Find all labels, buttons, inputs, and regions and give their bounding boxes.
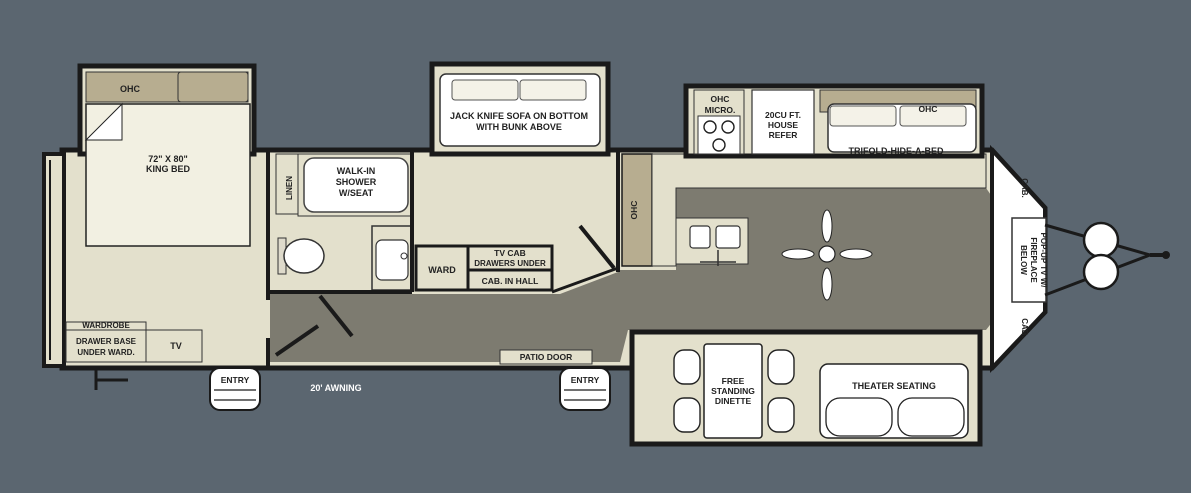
- cab-bottom-label: CAB.: [1020, 318, 1029, 338]
- entry-steps-left: [209, 367, 261, 411]
- refer-label-2: HOUSE: [768, 120, 799, 130]
- fireplace-label-3: BELOW: [1019, 245, 1028, 275]
- bed-size-label: 72" X 80": [148, 154, 188, 164]
- sofa-slide: [429, 61, 611, 157]
- theater-seating-label: THEATER SEATING: [852, 381, 936, 391]
- ward-label: WARD: [428, 265, 456, 275]
- dinette-label-1: FREE: [722, 376, 745, 386]
- wardrobe: [65, 321, 203, 363]
- dinette-label-2: STANDING: [711, 386, 755, 396]
- dinette-label-3: DINETTE: [715, 396, 752, 406]
- kitchen-ohc-label: OHC: [629, 201, 639, 220]
- refer-label-3: REFER: [769, 130, 798, 140]
- drawer-base-label-2: UNDER WARD.: [77, 348, 134, 357]
- shower-label-1: WALK-IN: [337, 166, 376, 176]
- propane-tank-icon: [1082, 253, 1120, 291]
- king-bed: [84, 102, 251, 247]
- hitch: [1044, 221, 1170, 297]
- hide-a-bed-label: TRIFOLD-HIDE-A-BED: [849, 146, 944, 156]
- cab-in-hall-label: CAB. IN HALL: [482, 276, 539, 286]
- bathroom: [268, 150, 414, 294]
- bedroom-ohc-label: OHC: [120, 84, 141, 94]
- awning-label: 20' AWNING: [310, 383, 361, 393]
- bed-name-label: KING BED: [146, 164, 191, 174]
- micro-label-1: OHC: [711, 94, 730, 104]
- tv-cab-label-2: DRAWERS UNDER: [474, 259, 546, 268]
- wardrobe-label: WARDROBE: [82, 321, 130, 330]
- refer-label-1: 20CU FT.: [765, 110, 801, 120]
- patio-door-label: PATIO DOOR: [520, 352, 573, 362]
- bedroom-front-cap: [42, 152, 66, 368]
- fireplace-label-2: FIREPLACE: [1029, 237, 1038, 283]
- kitchen-slide: [683, 83, 985, 159]
- entry-right-label: ENTRY: [571, 375, 600, 385]
- bath-door: [318, 294, 354, 338]
- micro-label-2: MICRO.: [705, 105, 736, 115]
- sofa-label-2: WITH BUNK ABOVE: [476, 122, 562, 132]
- tv-label: TV: [170, 341, 182, 351]
- entry-left-label: ENTRY: [221, 375, 250, 385]
- fireplace-label-1: POP-UP TV W/: [1039, 233, 1048, 289]
- dining-slide: [629, 329, 983, 447]
- entry-steps-right: [559, 367, 611, 411]
- bedroom-door: [274, 324, 320, 357]
- linen-label: LINEN: [285, 176, 294, 200]
- sofa-label-1: JACK KNIFE SOFA ON BOTTOM: [450, 111, 588, 121]
- cab-top-label: CAB.: [1020, 178, 1029, 198]
- kitchen: [616, 150, 987, 272]
- tv-cab-label-1: TV CAB: [494, 248, 526, 258]
- shower-label-2: SHOWER: [336, 177, 377, 187]
- ceiling-fan-icon: [781, 209, 873, 301]
- shower-label-3: W/SEAT: [339, 188, 374, 198]
- hall-cabinets: [414, 244, 554, 292]
- living-door: [578, 224, 616, 270]
- propane-tank-icon: [1082, 221, 1120, 259]
- front-cap: [990, 144, 1047, 374]
- hide-ohc-label: OHC: [919, 104, 938, 114]
- drawer-base-label-1: DRAWER BASE: [76, 337, 137, 346]
- patio-door: [499, 349, 593, 365]
